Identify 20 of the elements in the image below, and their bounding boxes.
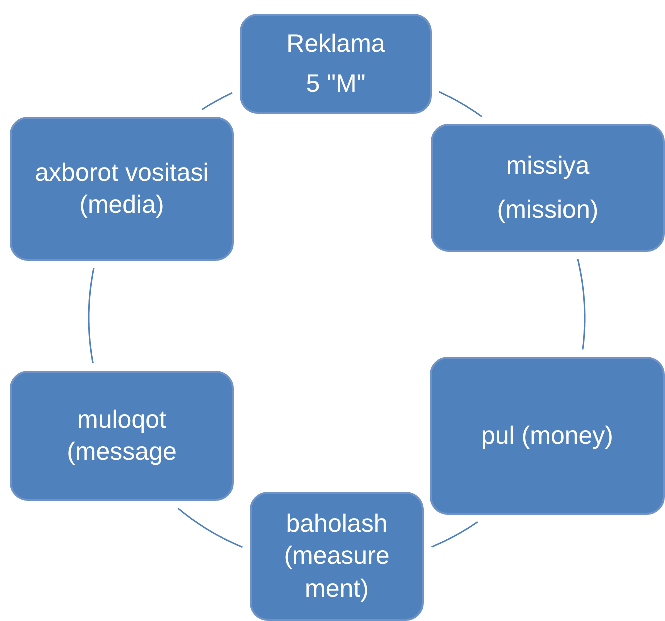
box-label: axborot vositasi (media): [34, 158, 210, 221]
process-box: [10, 371, 234, 501]
connector-arc: [88, 268, 95, 364]
process-box: [10, 117, 234, 261]
process-box: [240, 14, 432, 114]
box-label: pul (money): [482, 420, 614, 452]
connector-arc: [202, 92, 233, 110]
box-label: muloqot (message: [66, 404, 178, 468]
connector-arc: [439, 91, 483, 118]
process-box: [431, 124, 665, 252]
box-label: 5 "M": [306, 69, 366, 100]
connector-arc: [577, 259, 586, 350]
connector-arc: [432, 521, 478, 548]
box-label: missiya: [506, 150, 590, 182]
box-label: Reklama: [286, 28, 386, 60]
box-label: (mission): [497, 195, 599, 226]
connector-arc: [178, 508, 243, 548]
process-box: [430, 357, 665, 515]
process-box: [250, 492, 424, 621]
box-label: baholash (measure ment): [283, 508, 391, 605]
